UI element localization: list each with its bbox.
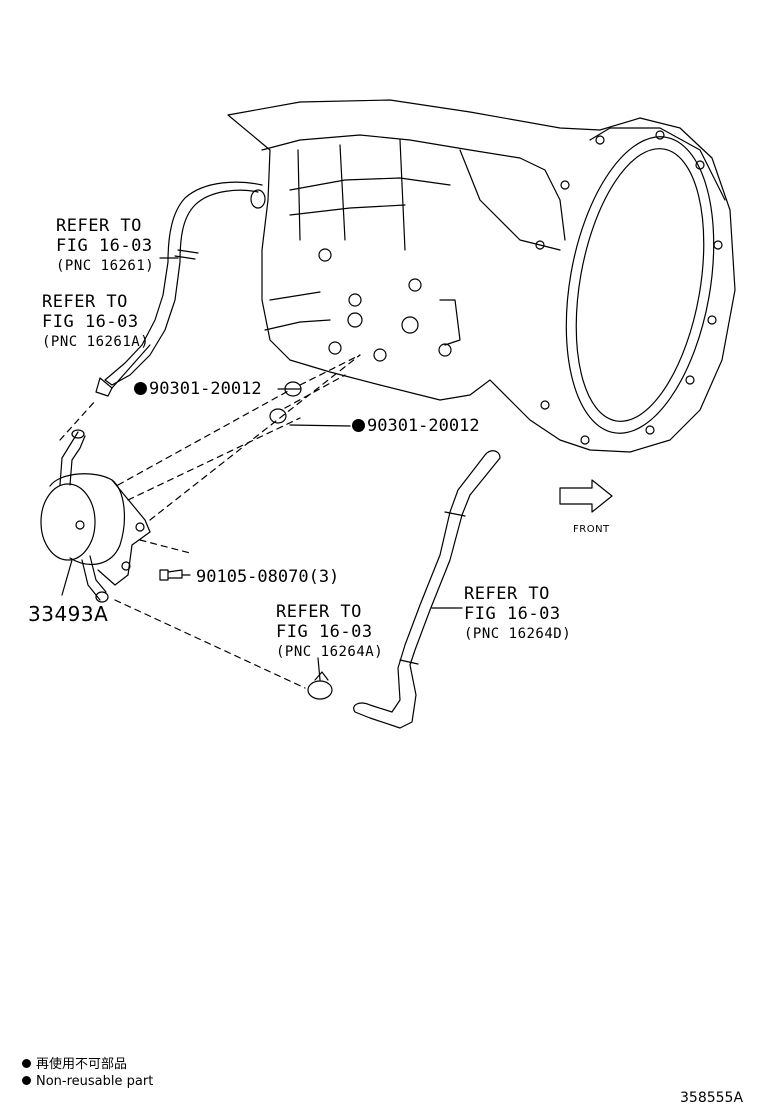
legend-english: Non-reusable part bbox=[22, 1073, 153, 1090]
part-number-text: 90301-20012 bbox=[367, 416, 480, 436]
part-number-oring-lower[interactable]: 90301-20012 bbox=[352, 416, 480, 436]
callout-line2: FIG 16-03 bbox=[56, 236, 153, 256]
transmission-case bbox=[227, 99, 736, 453]
callout-line3: (PNC 16264A) bbox=[276, 644, 384, 660]
callout-line3: (PNC 16261A) bbox=[42, 334, 150, 350]
callout-lower-hose: REFER TO FIG 16-03 (PNC 16264D) bbox=[464, 584, 571, 644]
front-label: FRONT bbox=[573, 524, 610, 535]
callout-line1: REFER TO bbox=[42, 292, 128, 312]
lower-clamp-drawing bbox=[307, 671, 333, 700]
non-reusable-dot-icon bbox=[134, 382, 147, 395]
illustration-number: 358555A bbox=[680, 1090, 744, 1106]
callout-line2: FIG 16-03 bbox=[276, 622, 373, 642]
part-number-bolt[interactable]: 90105-08070(3) bbox=[196, 567, 339, 587]
callout-upper-clamp: REFER TO FIG 16-03 (PNC 16261A) bbox=[42, 292, 149, 352]
callout-line1: REFER TO bbox=[56, 216, 142, 236]
callout-lower-clamp: REFER TO FIG 16-03 (PNC 16264A) bbox=[276, 602, 383, 662]
callout-line2: FIG 16-03 bbox=[464, 604, 561, 624]
part-number-oring-upper[interactable]: 90301-20012 bbox=[134, 379, 262, 399]
oil-cooler-drawing bbox=[40, 429, 151, 603]
callout-line1: REFER TO bbox=[464, 584, 550, 604]
callout-line2: FIG 16-03 bbox=[42, 312, 139, 332]
part-number-cooler[interactable]: 33493A bbox=[28, 604, 108, 624]
legend-dot-icon bbox=[22, 1076, 31, 1085]
callout-line3: (PNC 16261) bbox=[56, 258, 155, 274]
upper-hose bbox=[95, 181, 266, 397]
callout-line3: (PNC 16264D) bbox=[464, 626, 572, 642]
callout-upper-hose: REFER TO FIG 16-03 (PNC 16261) bbox=[56, 216, 154, 276]
front-arrow-drawing bbox=[559, 479, 613, 513]
bolt-drawing bbox=[159, 569, 191, 581]
part-number-text: 90105-08070(3) bbox=[196, 567, 340, 587]
non-reusable-dot-icon bbox=[352, 419, 365, 432]
part-number-text: 33493A bbox=[28, 602, 109, 626]
legend-dot-icon bbox=[22, 1059, 31, 1068]
legend-text-cn: 再使用不可部品 bbox=[36, 1057, 128, 1072]
callout-line1: REFER TO bbox=[276, 602, 362, 622]
legend-chinese: 再使用不可部品 bbox=[22, 1056, 127, 1073]
legend-text-en: Non-reusable part bbox=[36, 1074, 154, 1089]
part-number-text: 90301-20012 bbox=[149, 379, 262, 399]
lower-hose bbox=[353, 450, 501, 729]
